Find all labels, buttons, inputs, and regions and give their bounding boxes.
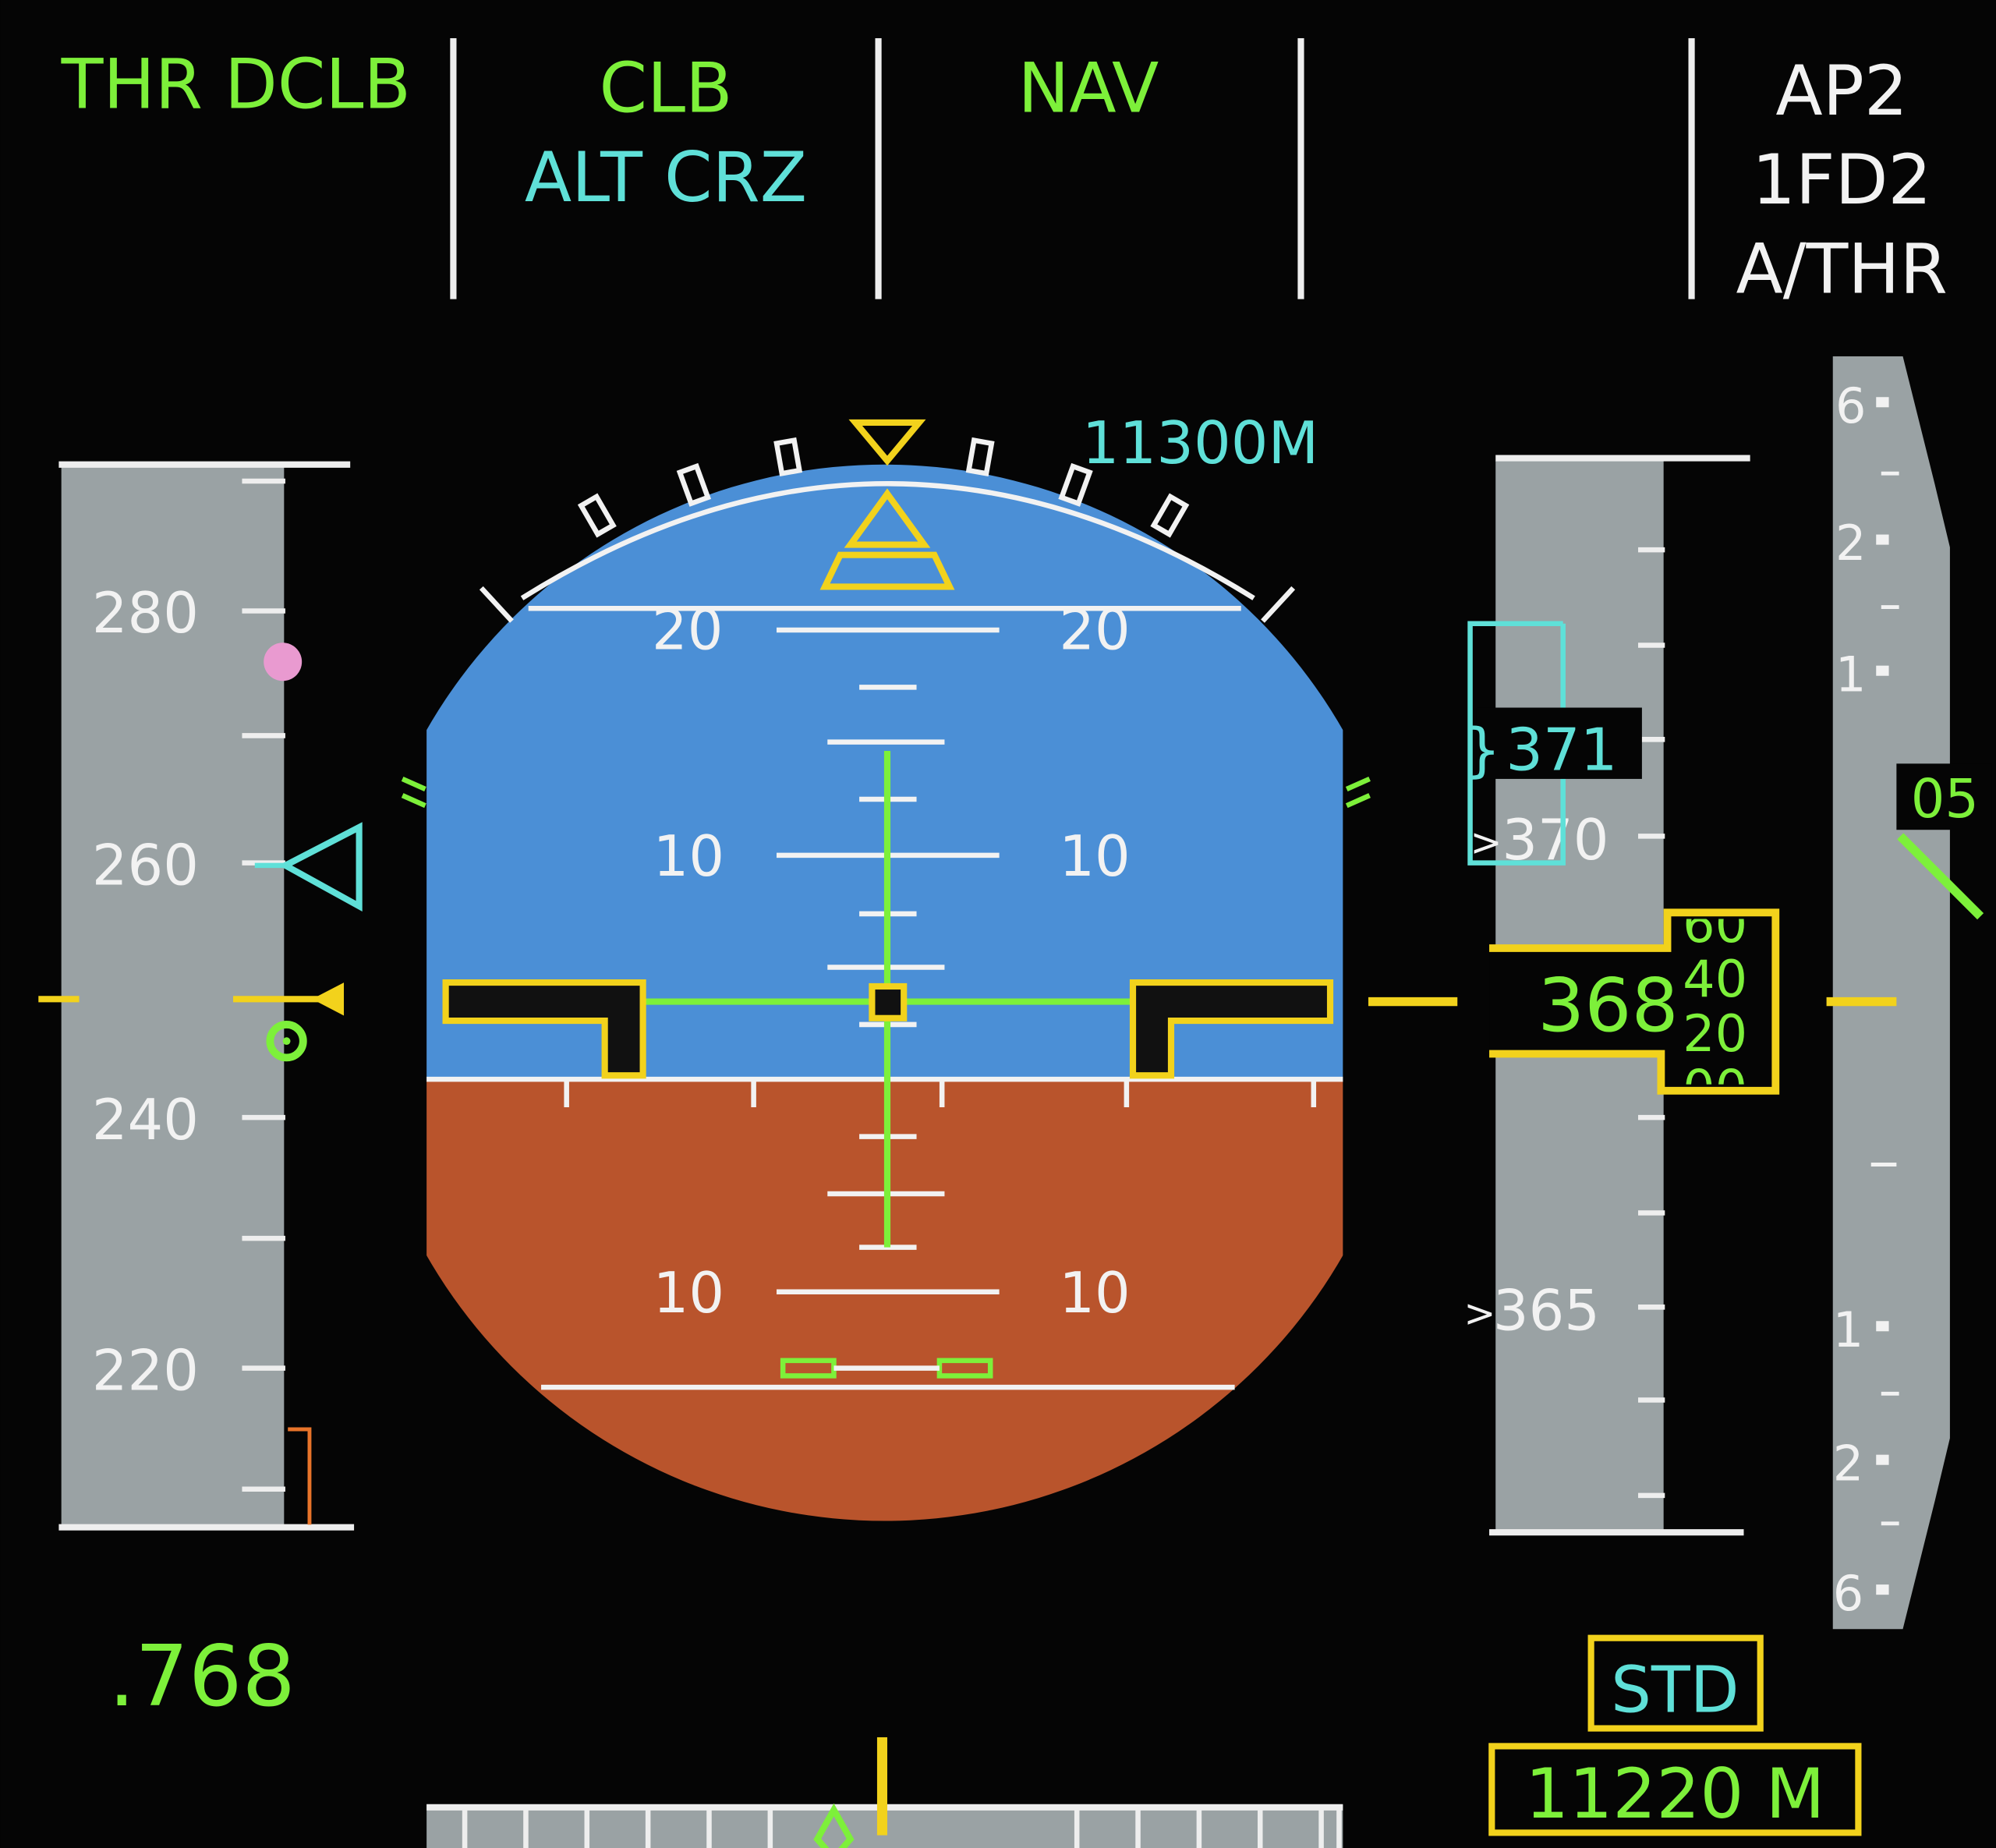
speed-tape: 280 260 240 220 .768 xyxy=(38,461,363,1726)
vs-label: 2 xyxy=(1835,515,1866,572)
sky-pointer xyxy=(844,488,931,548)
fma-lateral-mode: NAV xyxy=(1017,48,1159,129)
fma-vertical-armed: ALT CRZ xyxy=(525,137,807,218)
fma-vertical-mode: CLB xyxy=(599,48,732,129)
svg-text:>: > xyxy=(1470,820,1502,865)
altitude-drum-digit: 40 xyxy=(1683,950,1747,1009)
svg-text:>: > xyxy=(1463,1291,1495,1336)
vs-needle xyxy=(1897,833,1984,920)
vmax-dot-marker xyxy=(264,643,303,681)
vs-readout: 05 xyxy=(1911,768,1979,830)
green-dot-speed xyxy=(266,1021,307,1062)
pitch-label: 10 xyxy=(653,823,724,889)
altitude-label: 365 xyxy=(1493,1278,1600,1344)
track-diamond xyxy=(813,1803,855,1848)
vertical-speed-indicator: 6 2 1 1 2 6 05 xyxy=(1826,356,1992,1630)
vs-label: 1 xyxy=(1833,1301,1863,1358)
mach-readout: .768 xyxy=(108,1628,296,1726)
sideslip-index xyxy=(819,551,955,590)
speed-label: 280 xyxy=(92,580,199,646)
speed-target-triangle xyxy=(278,822,363,912)
pitch-label: 10 xyxy=(1059,1260,1130,1326)
speed-ticks xyxy=(242,478,285,1492)
vs-label: 6 xyxy=(1833,1565,1863,1622)
vs-label: 2 xyxy=(1833,1435,1863,1492)
metric-altitude-box xyxy=(1488,1743,1862,1836)
baro-setting: STD xyxy=(1611,1653,1739,1727)
altitude-drum-digit: 20 xyxy=(1683,1004,1747,1064)
vs-label: 6 xyxy=(1835,377,1866,434)
attitude-limit-marks xyxy=(401,776,1371,809)
fma-thrust-mode: THR DCLB xyxy=(61,44,411,125)
speed-label: 220 xyxy=(92,1337,199,1403)
altitude-drum-digit: 60 xyxy=(1683,895,1747,954)
altitude-hundreds: 368 xyxy=(1538,963,1679,1049)
altitude-tape: 370 > 365 > 371 } 368 60 40 20 00 STD 11… xyxy=(1368,455,1862,1836)
altitude-ticks xyxy=(1638,547,1665,1499)
altitude-drum-digit: 00 xyxy=(1683,1059,1747,1118)
heading-tape xyxy=(426,1736,1343,1848)
flight-mode-annunciator: THR DCLB CLB ALT CRZ NAV AP2 1FD2 A/THR xyxy=(61,37,1948,309)
target-altitude-value: 371 xyxy=(1506,716,1617,784)
metric-altitude: 11220 M xyxy=(1525,1754,1824,1834)
roll-index-triangle xyxy=(848,419,926,466)
pitch-label: 10 xyxy=(653,1260,724,1326)
fma-autothrust: A/THR xyxy=(1736,228,1948,309)
fcu-selected-altitude: 11300M xyxy=(1082,409,1319,477)
vls-strip xyxy=(288,1427,312,1525)
baro-setting-box xyxy=(1587,1634,1764,1732)
altitude-window xyxy=(1489,908,1780,1095)
speed-trend-arrow xyxy=(312,982,345,1016)
speed-label: 240 xyxy=(92,1087,199,1152)
aircraft-symbol xyxy=(442,979,1334,1079)
horizon-heading-ticks xyxy=(564,1079,1317,1108)
pitch-label: 20 xyxy=(1059,597,1130,662)
yaw-bar xyxy=(780,1358,993,1379)
roll-scale xyxy=(479,437,1296,623)
pitch-label: 10 xyxy=(1059,823,1130,889)
fma-flight-director: 1FD2 xyxy=(1752,140,1932,220)
vs-label: 1 xyxy=(1835,646,1866,703)
target-altitude-bracket xyxy=(1467,621,1566,866)
pitch-label: 20 xyxy=(652,597,723,662)
speed-label: 260 xyxy=(92,832,199,897)
pitch-ladder: 20 20 10 10 10 10 xyxy=(652,597,1131,1326)
fma-autopilot: AP2 xyxy=(1775,51,1908,131)
svg-text:}: } xyxy=(1463,716,1501,784)
